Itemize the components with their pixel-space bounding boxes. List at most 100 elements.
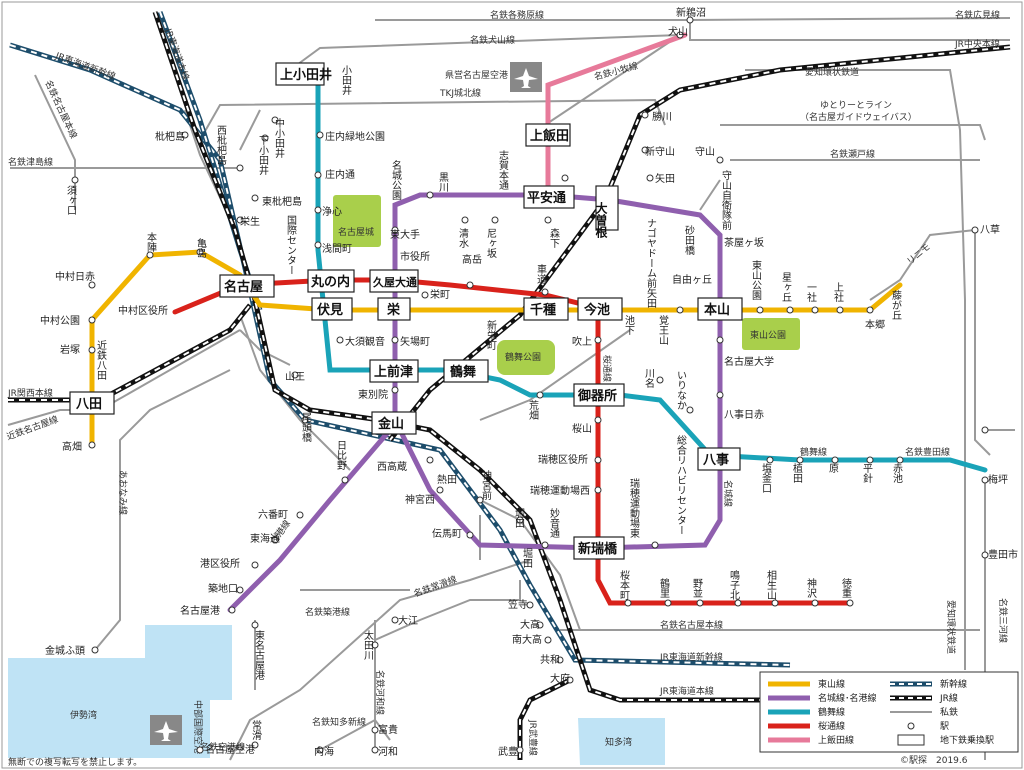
station-tokushige: 徳重 xyxy=(840,577,852,598)
station-biwajima: 枇杷島 xyxy=(155,130,185,143)
line-label-meitetsu-kawawa: 名鉄河和線 xyxy=(374,670,386,715)
hub-stations: 名古屋 丸の内 久屋大通 伏見 栄 千種 今池 本山 上前津 鶴舞 御器所 金山… xyxy=(69,62,743,560)
station-kakuozan: 覚王山 xyxy=(657,314,669,345)
station-shin-unuma: 新鵜沼 xyxy=(676,6,706,19)
legend-shinkansen: 新幹線 xyxy=(940,678,967,690)
station-honjin: 本陣 xyxy=(145,231,157,253)
ise-bay-label: 伊勢湾 xyxy=(70,709,97,721)
station-nakamura-kuyakusho: 中村区役所 xyxy=(118,304,168,317)
station-toyotashi: 豊田市 xyxy=(988,548,1018,561)
station-tsukiji: 築地口 xyxy=(208,582,238,595)
station-kawana: 川名 xyxy=(643,368,655,389)
station-hongo: 本郷 xyxy=(865,318,885,331)
chita-bay xyxy=(578,718,665,765)
hub-ozone[interactable]: 大曽根 xyxy=(594,185,619,239)
svg-text:今池: 今池 xyxy=(583,302,610,318)
hub-fushimi[interactable]: 伏見 xyxy=(311,297,353,321)
hub-kamiotai[interactable]: 上小田井 xyxy=(275,62,332,86)
hub-kamimaezu[interactable]: 上前津 xyxy=(369,359,419,383)
prefectural-airport-icon xyxy=(510,62,542,92)
station-aioiyama: 相生山 xyxy=(765,569,777,600)
station-shonai-ryokuchi: 庄内緑地公園 xyxy=(325,130,385,143)
station-sakae-sei: 栄生 xyxy=(240,215,260,228)
hub-kanayama[interactable]: 金山 xyxy=(371,411,417,435)
station-shinsakae: 新栄町 xyxy=(485,319,497,350)
station-takaoka: 高岳 xyxy=(462,253,482,266)
line-label-tkj: TKJ城北線 xyxy=(439,87,481,99)
line-label-meitetsu-chikko: 名鉄築港線 xyxy=(305,606,350,618)
hub-yagoto[interactable]: 八事 xyxy=(697,447,741,471)
station-otagawa: 太田川 xyxy=(362,629,374,660)
hub-motoyama[interactable]: 本山 xyxy=(697,297,743,321)
station-airport: 名古屋空港 xyxy=(205,743,255,756)
line-label-jr-tokaido-shinkansen-bottom: JR東海道新幹線 xyxy=(659,651,723,663)
line-label-meitetsu-toyota: 名鉄豊田線 xyxy=(905,446,950,458)
station-higashi-betsuin: 東別院 xyxy=(358,388,388,401)
station-moriyama: 守山 xyxy=(695,145,715,158)
station-sanno: 山王 xyxy=(285,371,305,383)
station-atsuta: 熱田 xyxy=(437,473,457,486)
hub-kamiiida[interactable]: 上飯田 xyxy=(525,123,571,147)
station-horita2: 堀田 xyxy=(521,548,533,568)
centrair-airport-label: 中部国際空港 xyxy=(192,700,204,754)
hub-marunouchi[interactable]: 丸の内 xyxy=(307,269,355,293)
station-takabata: 高畑 xyxy=(62,440,82,453)
line-label-meitetsu-inuyama: 名鉄犬山線 xyxy=(470,34,515,46)
station-kasadera: 笠寺 xyxy=(508,598,528,611)
station-yagoto-nisseki: 八事日赤 xyxy=(724,408,764,421)
station-yakusa: 八草 xyxy=(980,224,1000,236)
legend-kamiiida: 上飯田線 xyxy=(818,734,854,746)
line-label-meitetsu-mikawa: 名鉄三河線 xyxy=(997,598,1009,643)
station-akaike: 赤池 xyxy=(891,463,903,483)
station-moriyama-jieitai: 守山自衛隊前 xyxy=(720,169,732,231)
shinkansen-line xyxy=(9,42,791,668)
station-ikeshita: 池下 xyxy=(623,314,635,336)
hub-imaike[interactable]: 今池 xyxy=(577,297,623,321)
svg-text:名古屋: 名古屋 xyxy=(224,279,263,295)
station-higashi-nagoyako: 東名古屋港 xyxy=(253,629,265,680)
station-iwatsuka: 岩塚 xyxy=(60,343,80,356)
svg-text:平安通: 平安通 xyxy=(527,190,566,206)
hub-aratamabashi[interactable]: 新瑞橋 xyxy=(573,536,625,560)
svg-text:大曽根: 大曽根 xyxy=(594,201,608,239)
line-label-yutorito: ゆとりーとライン xyxy=(820,100,892,111)
hub-hisaya[interactable]: 久屋大通 xyxy=(369,269,419,293)
station-chayagasaka: 茶屋ヶ坂 xyxy=(724,236,764,249)
svg-text:上小田井: 上小田井 xyxy=(280,67,332,83)
hub-gokiso[interactable]: 御器所 xyxy=(573,383,625,407)
station-utsumi: 内海 xyxy=(314,745,334,758)
line-label-meitetsu-tokoname: 名鉄常滑線 xyxy=(412,573,458,600)
station-joshin: 浄心 xyxy=(322,205,342,218)
station-ueda: 植田 xyxy=(791,462,803,483)
station-obu: 大府 xyxy=(550,672,570,685)
station-morishita: 森下 xyxy=(548,227,560,249)
station-rokubancho: 六番町 xyxy=(258,509,288,521)
station-hirabari: 平針 xyxy=(861,463,873,484)
station-nakamura-nisseki: 中村日赤 xyxy=(55,270,95,283)
hub-heiandori[interactable]: 平安通 xyxy=(523,185,575,209)
station-jingumae: 神宮前 xyxy=(480,469,492,501)
centrair-airport-icon xyxy=(150,715,182,745)
station-kowa: 河和 xyxy=(378,746,398,758)
legend-tsurumai: 鶴舞線 xyxy=(818,706,845,718)
svg-text:伏見: 伏見 xyxy=(317,302,343,318)
hub-chikusa[interactable]: 千種 xyxy=(523,297,569,321)
station-nishi-biwajima: 西枇杷島 xyxy=(215,125,227,166)
hub-hatta[interactable]: 八田 xyxy=(69,391,115,415)
station-nishi-takakura: 西高蔵 xyxy=(377,460,407,473)
station-higashi-biwajima: 東枇杷島 xyxy=(262,195,302,208)
station-kokusai: 国際センター xyxy=(285,215,297,275)
hub-tsurumai[interactable]: 鶴舞 xyxy=(443,359,489,383)
legend-private: 私鉄 xyxy=(940,706,958,718)
station-higashi-ote: 東大手 xyxy=(390,228,420,241)
line-label-meitetsu-kakamigahara: 名鉄各務原線 xyxy=(490,9,544,21)
svg-text:本山: 本山 xyxy=(704,302,730,318)
hub-sakae[interactable]: 栄 xyxy=(377,297,411,321)
line-label-jr-kansai: JR関西本線 xyxy=(7,387,53,399)
footer-notice: 無断での複写転写を禁止します。 xyxy=(8,756,142,768)
hub-nagoya[interactable]: 名古屋 xyxy=(219,274,275,298)
station-kamejima: 亀島 xyxy=(195,237,207,259)
station-sengencho: 浅間町 xyxy=(322,242,352,255)
station-temmacho: 伝馬町 xyxy=(432,528,462,540)
station-hara: 原 xyxy=(827,463,839,473)
